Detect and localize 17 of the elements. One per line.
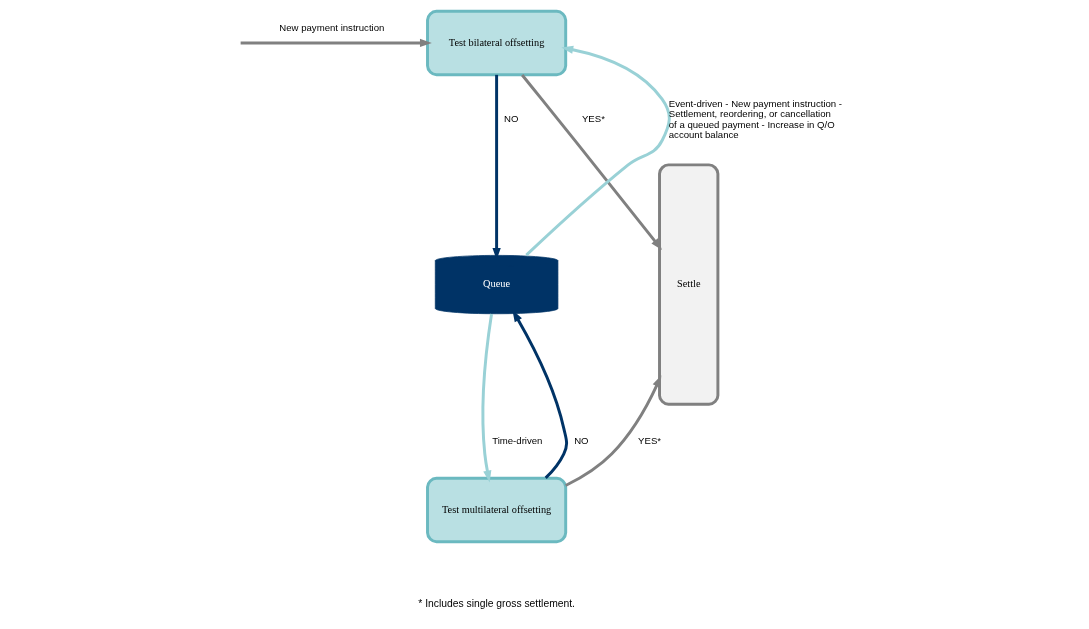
edge-label: New payment instruction [279,21,385,33]
arrow [481,313,493,483]
edge-label: NO [504,113,519,125]
node-box: Settle [658,163,720,406]
edge-label: YES* [638,434,662,446]
edge-label: YES* [581,113,605,125]
arrow [565,375,662,487]
edge-label: Event-driven - New payment instruction - Settlement, reordering, or cancellation of a queued payment - Increase in Q/O account balance [668,97,843,140]
arrow [512,310,569,479]
node-box: Test multilateral offsetting [426,476,568,544]
label: * Includes single gross settlement. [418,598,575,610]
arrow [521,74,663,251]
arrow [525,45,671,257]
arrow [240,38,432,48]
node-box: Test bilateral offsetting [426,9,568,77]
edge-label: NO [574,434,589,446]
edge-label: Time-driven [492,434,543,446]
